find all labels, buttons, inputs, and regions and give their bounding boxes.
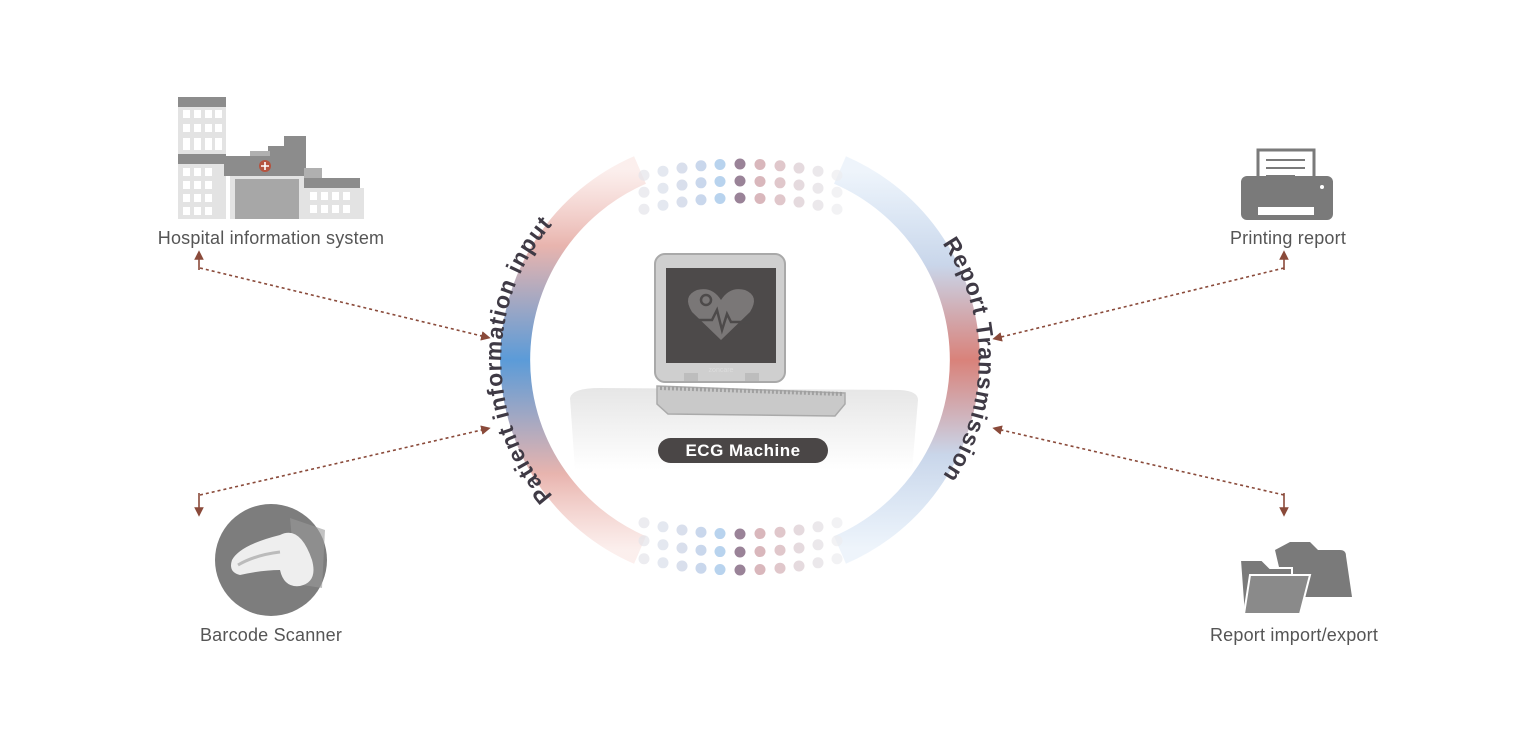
- decorative-dot: [774, 562, 786, 574]
- decorative-dot: [793, 560, 805, 572]
- decorative-dot: [638, 553, 650, 565]
- decorative-dot: [754, 192, 766, 204]
- decorative-dot: [831, 203, 843, 215]
- decorative-dot: [793, 196, 805, 208]
- decorative-dot: [638, 535, 650, 547]
- decorative-dot: [714, 546, 726, 558]
- connector-printer: [992, 267, 1285, 342]
- decorative-dot: [657, 182, 669, 194]
- decorative-dot: [831, 553, 843, 565]
- decorative-dot: [714, 175, 726, 187]
- printer-icon: [1241, 148, 1333, 220]
- decorative-dot: [831, 535, 843, 547]
- decorative-dot: [734, 546, 746, 558]
- decorative-dot: [812, 557, 824, 569]
- decorative-dot: [774, 526, 786, 538]
- decorative-dot: [812, 199, 824, 211]
- decorative-dot: [657, 165, 669, 177]
- decorative-dot: [754, 175, 766, 187]
- decorative-dot: [695, 194, 707, 206]
- decorative-dot: [793, 162, 805, 174]
- decorative-dot: [793, 179, 805, 191]
- decorative-dot: [714, 564, 726, 576]
- ecg-machine-badge: ECG Machine: [658, 438, 828, 463]
- decorative-dot: [734, 192, 746, 204]
- decorative-dot: [638, 169, 650, 181]
- decorative-dots: [638, 158, 843, 576]
- decorative-dot: [695, 544, 707, 556]
- connector-export: [992, 425, 1285, 496]
- decorative-dot: [793, 542, 805, 554]
- decorative-dot: [676, 560, 688, 572]
- barcode-scanner-icon: [215, 504, 327, 616]
- decorative-dot: [812, 165, 824, 177]
- decorative-dot: [676, 196, 688, 208]
- decorative-dot: [714, 528, 726, 540]
- hospital-icon: [178, 97, 364, 219]
- decorative-dot: [734, 158, 746, 170]
- decorative-dot: [695, 562, 707, 574]
- decorative-dot: [676, 542, 688, 554]
- decorative-dot: [774, 544, 786, 556]
- decorative-dot: [754, 528, 766, 540]
- decorative-dot: [793, 524, 805, 536]
- connector-his: [199, 267, 491, 341]
- decorative-dot: [638, 517, 650, 529]
- decorative-dot: [714, 192, 726, 204]
- decorative-dot: [657, 557, 669, 569]
- decorative-dot: [831, 169, 843, 181]
- decorative-dot: [695, 160, 707, 172]
- ring-right: [834, 156, 980, 564]
- decorative-dot: [657, 199, 669, 211]
- ring-left: [500, 156, 646, 564]
- label-report-import-export: Report import/export: [1209, 625, 1379, 645]
- folders-icon: [1238, 542, 1352, 616]
- connector-barcode: [199, 425, 491, 496]
- decorative-dot: [638, 203, 650, 215]
- decorative-dot: [831, 186, 843, 198]
- decorative-dot: [638, 186, 650, 198]
- brand-text: zoncare: [709, 367, 734, 374]
- decorative-dot: [754, 546, 766, 558]
- decorative-dot: [714, 158, 726, 170]
- decorative-dot: [774, 177, 786, 189]
- decorative-dot: [734, 175, 746, 187]
- decorative-dot: [812, 182, 824, 194]
- decorative-dot: [831, 517, 843, 529]
- label-hospital-information-system: Hospital information system: [157, 228, 385, 248]
- decorative-dot: [676, 524, 688, 536]
- decorative-dot: [754, 564, 766, 576]
- decorative-dot: [734, 528, 746, 540]
- decorative-dot: [774, 194, 786, 206]
- decorative-dot: [734, 564, 746, 576]
- ecg-machine-icon: [654, 253, 846, 417]
- decorative-dot: [812, 521, 824, 533]
- decorative-dot: [657, 521, 669, 533]
- decorative-dot: [695, 177, 707, 189]
- label-printing-report: Printing report: [1229, 228, 1347, 248]
- decorative-dot: [657, 539, 669, 551]
- decorative-dot: [676, 162, 688, 174]
- decorative-dot: [695, 526, 707, 538]
- decorative-dot: [774, 160, 786, 172]
- decorative-dot: [754, 158, 766, 170]
- decorative-dot: [676, 179, 688, 191]
- decorative-dot: [812, 539, 824, 551]
- label-barcode-scanner: Barcode Scanner: [199, 625, 343, 645]
